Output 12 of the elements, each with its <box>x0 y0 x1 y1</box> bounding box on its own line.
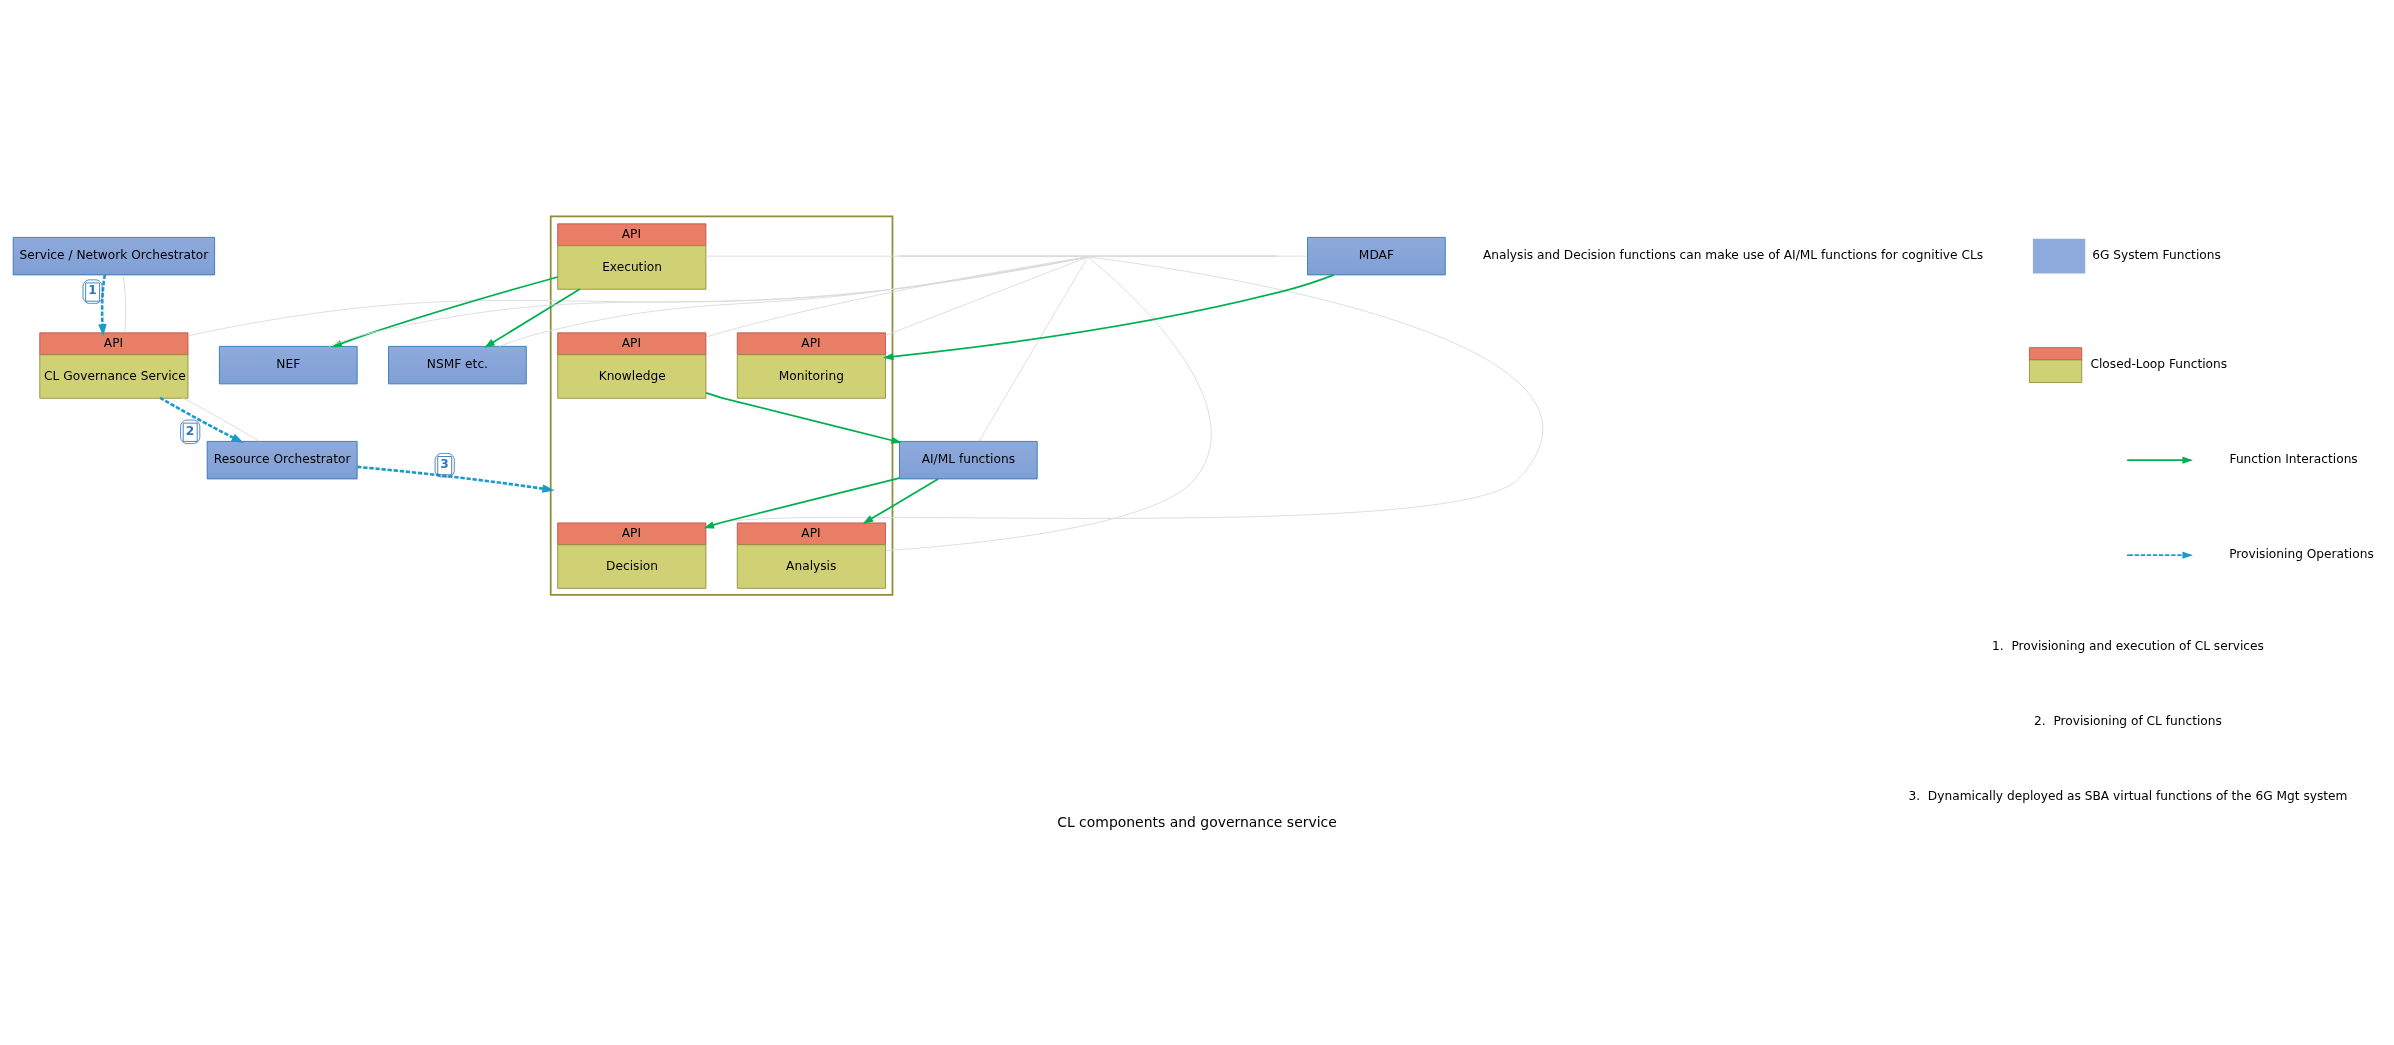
legend-label: Provisioning Operations <box>2229 547 2374 562</box>
edge-label: 1 <box>88 283 97 298</box>
legend-label: Closed-Loop Functions <box>2090 357 2228 372</box>
edge-label: 2 <box>185 423 195 438</box>
label: Analysis and Decision functions can make use of AI/ML functions for cognitive CLs <box>1482 248 1984 263</box>
caption: CL components and governance service <box>1057 814 1337 831</box>
legend-label: Function Interactions <box>2229 452 2358 467</box>
legend-label: 6G System Functions <box>2092 248 2221 263</box>
label: 3. Dynamically deployed as SBA virtual functions of the 6G Mgt system <box>1908 789 2348 804</box>
edge-label: 3 <box>440 457 449 471</box>
label: 1. Provisioning and execution of CL services <box>1992 639 2264 654</box>
label: 2. Provisioning of CL functions <box>2034 714 2222 729</box>
